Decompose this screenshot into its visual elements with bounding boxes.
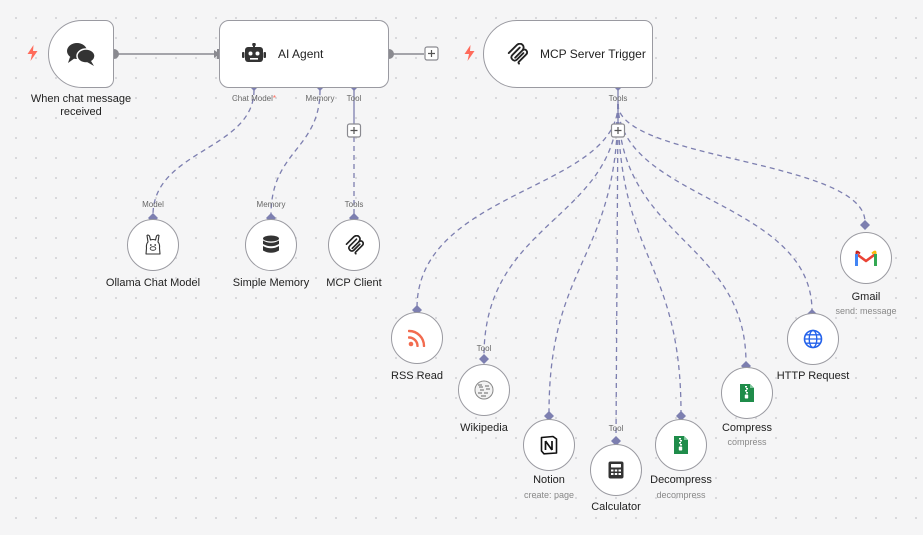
mcp-port-label-tools: Tools: [608, 94, 628, 103]
ai-agent-title: AI Agent: [278, 47, 324, 61]
gmail-icon: [855, 250, 877, 266]
chat-model-port-text: Chat Model: [231, 94, 273, 103]
decompress-label: Decompress: [650, 474, 712, 486]
gmail-node[interactable]: [840, 232, 892, 284]
zip-file-icon: [740, 384, 754, 402]
ai-agent-node[interactable]: AI Agent: [219, 20, 389, 88]
wikipedia-port[interactable]: [479, 354, 489, 364]
mcp-client-label: MCP Client: [326, 277, 382, 289]
ollama-chat-model-node[interactable]: [127, 219, 179, 271]
notion-sublabel: create: page: [523, 490, 575, 500]
decompress-port[interactable]: [676, 411, 686, 421]
ollama-label: Ollama Chat Model: [105, 277, 201, 289]
ollama-port-label: Model: [142, 200, 164, 209]
connection-notion[interactable]: [548, 103, 619, 414]
connection-http[interactable]: [617, 103, 813, 312]
connection-rss[interactable]: [416, 103, 619, 309]
agent-port-label-chat-model: Chat Model*: [231, 94, 277, 103]
gmail-sublabel: send: message: [835, 306, 897, 316]
chat-trigger-label-line2: received: [60, 106, 102, 118]
compress-node[interactable]: [721, 367, 773, 419]
trigger-bolt-icon: [27, 45, 38, 61]
mcp-logo-icon: [345, 235, 364, 255]
gmail-port[interactable]: [860, 220, 870, 230]
connection-gmail[interactable]: [617, 103, 866, 223]
calculator-port[interactable]: [611, 436, 621, 446]
wikipedia-port-label: Tool: [476, 344, 492, 353]
calculator-label: Calculator: [591, 501, 641, 513]
rss-read-node[interactable]: [391, 312, 443, 364]
llama-icon: [145, 234, 161, 255]
agent-port-label-memory: Memory: [305, 94, 335, 103]
wikipedia-globe-icon: [474, 380, 494, 400]
mcp-client-node[interactable]: [328, 219, 380, 271]
agent-port-label-tool: Tool: [346, 94, 362, 103]
chat-trigger-label-line1: When chat message: [30, 93, 132, 105]
compress-sublabel: compress: [727, 437, 767, 447]
calculator-node[interactable]: [590, 444, 642, 496]
calculator-icon: [608, 461, 624, 479]
decompress-sublabel: decompress: [656, 490, 706, 500]
connection-compress[interactable]: [617, 103, 747, 364]
chat-bubbles-icon: [67, 43, 96, 66]
rss-icon: [408, 329, 426, 347]
mcp-server-trigger-title: MCP Server Trigger: [540, 47, 646, 61]
compress-label: Compress: [721, 422, 773, 434]
http-request-label: HTTP Request: [776, 370, 850, 382]
agent-add-tool-button[interactable]: [346, 123, 362, 138]
notion-icon: [540, 435, 558, 455]
connection-calculator[interactable]: [615, 103, 619, 439]
chat-trigger-node[interactable]: [48, 20, 114, 88]
rss-read-label: RSS Read: [391, 370, 443, 382]
trigger-bolt-icon: [464, 45, 475, 61]
globe-icon: [803, 329, 823, 349]
calculator-port-label: Tool: [608, 424, 624, 433]
notion-node[interactable]: [523, 419, 575, 471]
wikipedia-node[interactable]: [458, 364, 510, 416]
mcp-client-port-label: Tools: [344, 200, 364, 209]
notion-label: Notion: [533, 474, 565, 486]
agent-add-next-button[interactable]: [424, 46, 439, 61]
gmail-label: Gmail: [851, 291, 881, 303]
wikipedia-label: Wikipedia: [460, 422, 508, 434]
connection-memory[interactable]: [270, 89, 321, 216]
zip-file-icon: [674, 436, 688, 454]
memory-port-label: Memory: [256, 200, 286, 209]
connection-decompress[interactable]: [617, 103, 682, 414]
robot-icon: [242, 43, 266, 62]
notion-port[interactable]: [544, 411, 554, 421]
chat-trigger-label: When chat message received: [20, 93, 142, 119]
mcp-server-trigger-node[interactable]: MCP Server Trigger: [483, 20, 653, 88]
connection-chat-model[interactable]: [152, 89, 255, 216]
http-request-node[interactable]: [787, 313, 839, 365]
database-icon: [263, 235, 279, 253]
connection-wikipedia[interactable]: [483, 103, 619, 357]
simple-memory-label: Simple Memory: [232, 277, 310, 289]
decompress-node[interactable]: [655, 419, 707, 471]
mcp-logo-icon: [507, 43, 528, 65]
simple-memory-node[interactable]: [245, 219, 297, 271]
mcp-add-tool-button[interactable]: [610, 123, 626, 138]
